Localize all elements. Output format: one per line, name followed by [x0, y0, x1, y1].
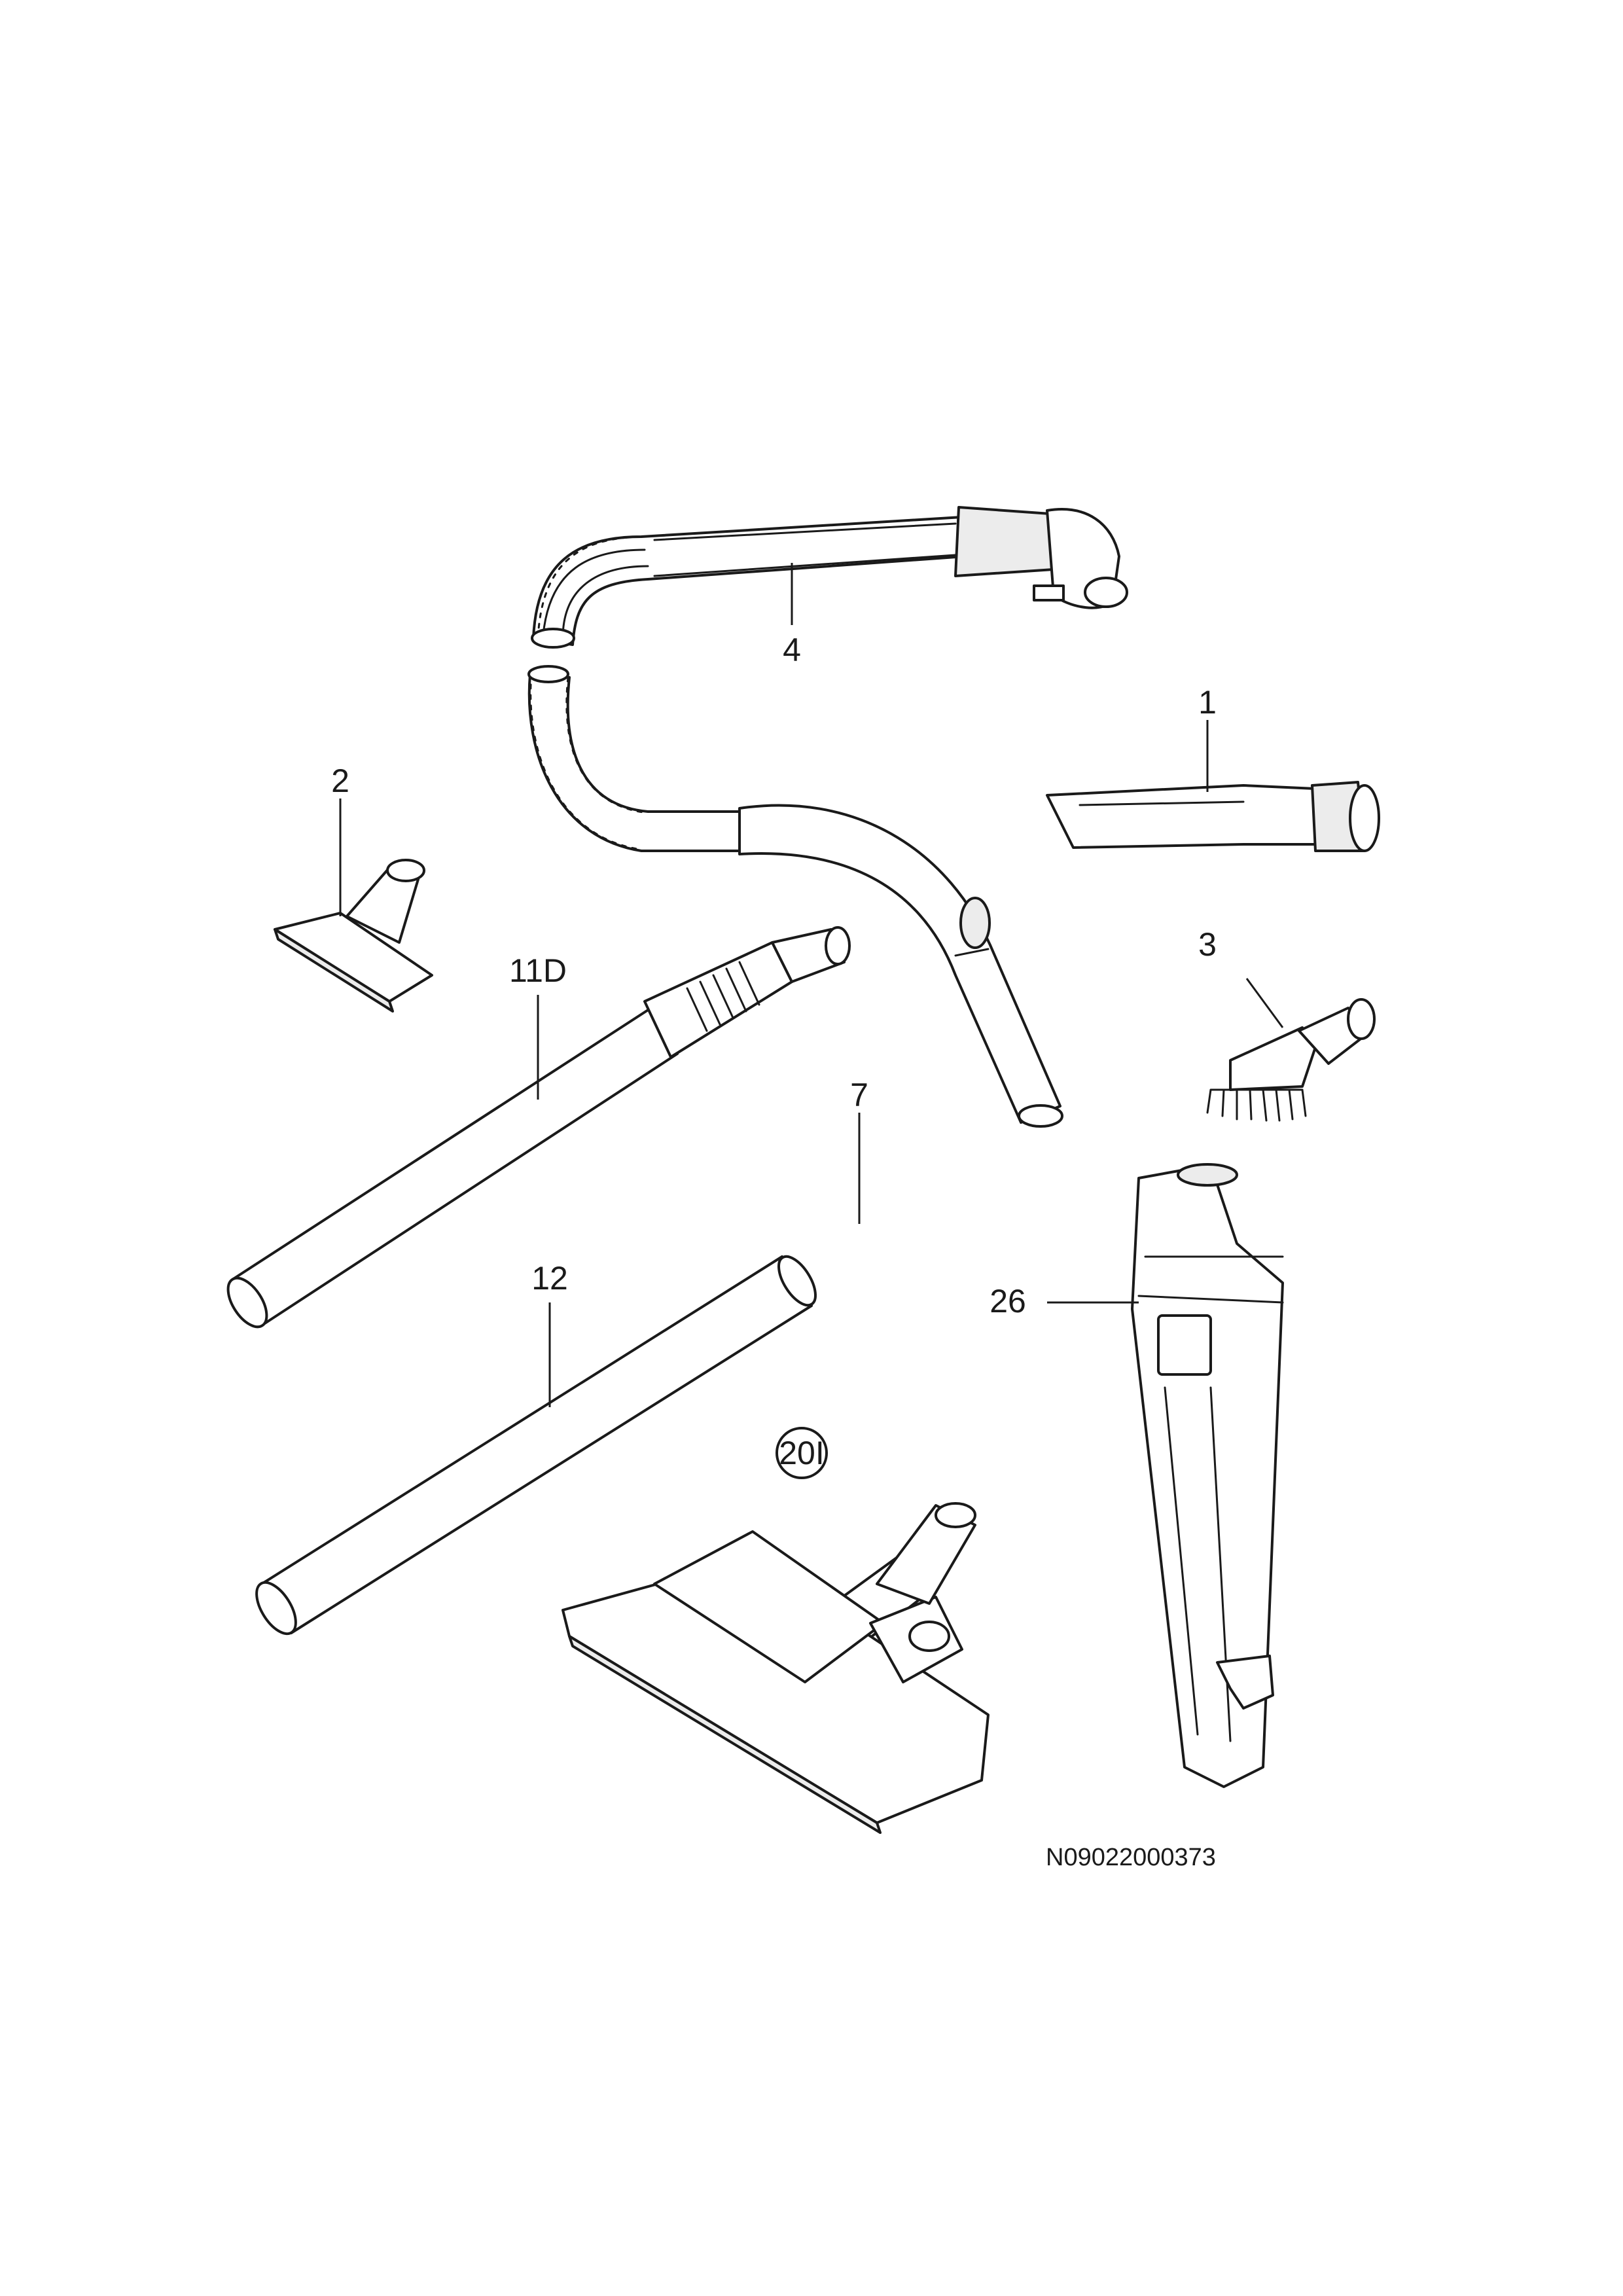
extension-tube-part-12: 12	[255, 1255, 817, 1636]
label-part-12: 12	[531, 1260, 568, 1297]
reference-code: N09022000373	[1046, 1844, 1216, 1871]
label-part-2: 2	[331, 762, 349, 799]
telescopic-tube-part-11d: 11D	[226, 926, 851, 1329]
floor-nozzle-part-20i: 20I	[562, 1427, 990, 1834]
label-part-4: 4	[783, 632, 801, 668]
label-part-26: 26	[990, 1283, 1026, 1319]
label-part-20i: 20I	[779, 1435, 825, 1471]
hose-part-4: 4	[527, 506, 1128, 1128]
crevice-nozzle-part-1: 1	[1046, 684, 1380, 852]
label-part-3: 3	[1198, 926, 1217, 963]
accessory-holder-part-26: 26	[990, 1163, 1284, 1788]
label-part-11d: 11D	[509, 952, 567, 989]
label-part-1: 1	[1198, 684, 1217, 721]
upholstery-nozzle-part-2: 2	[274, 762, 433, 1013]
dusting-brush-part-3: 3	[1198, 926, 1376, 1122]
label-part-7: 7	[850, 1077, 868, 1113]
